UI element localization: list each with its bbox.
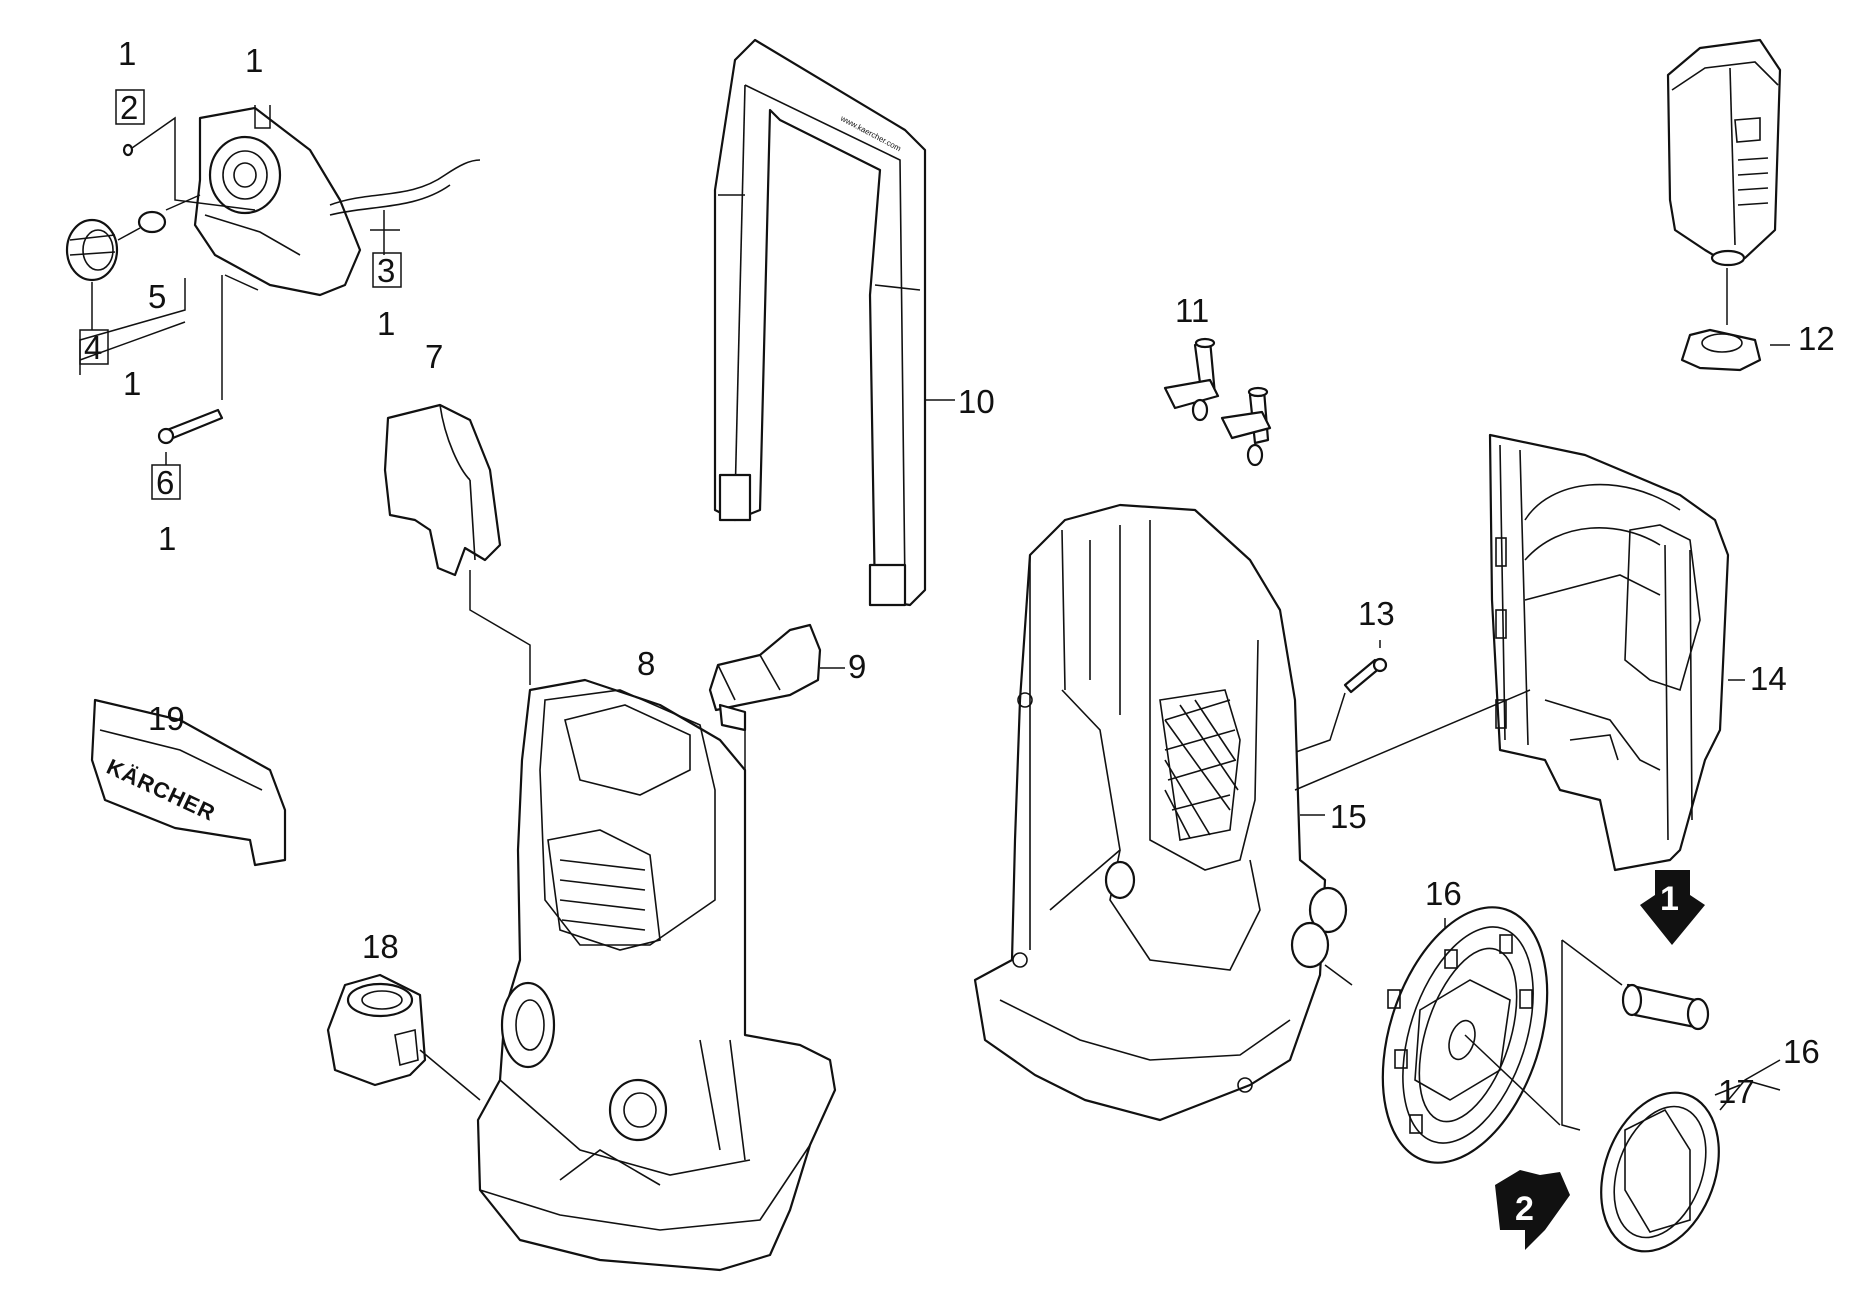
part-4-cap [65,218,119,282]
callout-2-box [115,89,145,125]
callout-2: 2 [120,89,138,126]
part-14-side-panel [1488,433,1730,872]
callout-4-box [79,329,109,365]
part-15-chassis [973,503,1348,1122]
callout-7: 7 [425,338,443,375]
part-13-screw [1343,657,1388,694]
callout-3: 3 [377,252,395,289]
callout-3-box [372,252,402,288]
callout-18: 18 [362,928,399,965]
callout-1-screw: 1 [158,520,176,557]
callout-15: 15 [1330,798,1367,835]
part-17-hub-cap [1600,1091,1720,1253]
callout-12: 12 [1798,320,1835,357]
callout-5: 5 [148,278,166,315]
callout-13: 13 [1358,595,1395,632]
marker-2: 2 [1495,1170,1570,1250]
part-6-screw [157,408,224,445]
callout-17: 17 [1718,1073,1755,1110]
part-16-pin [1621,983,1710,1031]
callout-10: 10 [958,383,995,420]
callout-16-wheel: 16 [1425,875,1462,912]
part-8-main-housing [476,678,837,1272]
callout-9: 9 [848,648,866,685]
callout-4: 4 [84,329,102,366]
svg-text:1: 1 [1660,880,1679,918]
callout-1-top: 1 [118,35,136,72]
callout-1-hose: 1 [377,305,395,342]
callout-8: 8 [637,645,655,682]
part-9-clip [708,623,822,732]
callout-6-box [151,464,181,500]
part-5-oring [137,210,167,234]
part-1-housing [193,106,481,297]
part-18-holder [326,973,427,1087]
part-12-tank [1666,38,1782,372]
callout-19: 19 [148,700,185,737]
callout-1-housing: 1 [245,42,263,79]
part-10-handle: www.kaercher.com [713,38,927,607]
svg-text:2: 2 [1515,1190,1534,1228]
callout-16-cap: 16 [1783,1033,1820,1070]
part-11-fittings [1163,337,1272,467]
callout-11: 11 [1175,292,1209,329]
marker-1: 1 [1640,870,1705,945]
part-7-bracket [383,403,502,577]
part-2-small-ring [122,143,134,157]
part-19-brand-cover: KÄRCHER [90,698,287,867]
callout-6: 6 [156,464,174,501]
callout-1-ring: 1 [123,365,141,402]
callout-14: 14 [1750,660,1787,697]
